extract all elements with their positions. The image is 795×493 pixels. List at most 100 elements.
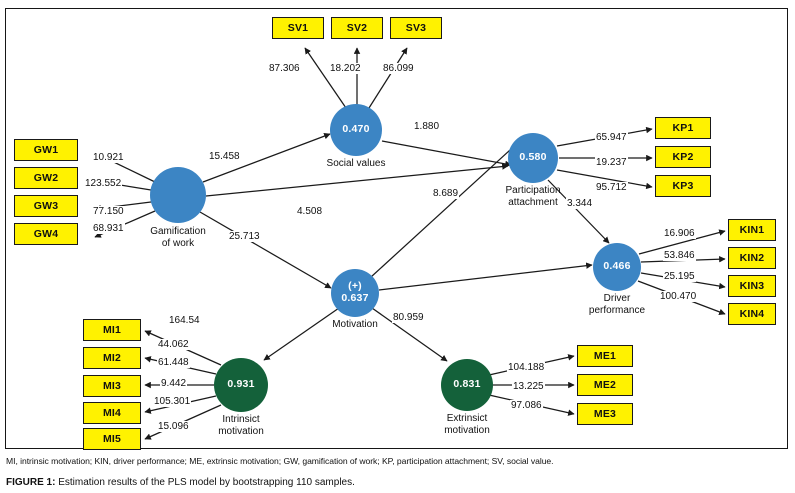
construct-em-label: Extrinsict motivation — [417, 413, 517, 437]
construct-im-label: Intrinsict motivation — [191, 414, 291, 438]
edge-mot-im — [263, 307, 340, 361]
coef-mi2: 61.448 — [157, 357, 190, 368]
indicator-kin4[interactable]: KIN4 — [728, 303, 776, 325]
indicator-gw2[interactable]: GW2 — [14, 167, 78, 189]
construct-sv-label: Social values — [306, 158, 406, 170]
indicator-gw3[interactable]: GW3 — [14, 195, 78, 217]
coef-me3: 97.086 — [510, 400, 543, 411]
edge-dp-kin1 — [638, 229, 726, 255]
indicator-mi5[interactable]: MI5 — [83, 428, 141, 450]
coef-mot-im: 164.54 — [168, 315, 201, 326]
coef-sv-pa: 1.880 — [413, 121, 441, 132]
construct-mot-label-line1: Motivation — [332, 319, 378, 330]
construct-dp-label-line1: Driver — [603, 293, 631, 304]
indicator-me1[interactable]: ME1 — [577, 345, 633, 367]
coef-mi5: 15.096 — [157, 421, 190, 432]
edge-mot-pa — [370, 139, 522, 278]
figure-caption: FIGURE 1: Estimation results of the PLS … — [6, 477, 786, 488]
indicator-mi1[interactable]: MI1 — [83, 319, 141, 341]
coef-gw3: 77.150 — [92, 206, 125, 217]
construct-pa-label: Participation attachment — [483, 185, 583, 209]
indicator-mi4[interactable]: MI4 — [83, 402, 141, 424]
coef-mi1: 44.062 — [157, 339, 190, 350]
indicator-kp2[interactable]: KP2 — [655, 146, 711, 168]
figure-caption-label: FIGURE 1: — [6, 477, 56, 488]
coef-mi3: 9.442 — [160, 378, 188, 389]
indicator-me3[interactable]: ME3 — [577, 403, 633, 425]
indicator-sv2[interactable]: SV2 — [331, 17, 383, 39]
indicator-sv3[interactable]: SV3 — [390, 17, 442, 39]
coef-mot-pa: 8.689 — [432, 188, 460, 199]
construct-motivation[interactable]: (+) 0.637 — [331, 269, 379, 317]
construct-im-label-line1: Intrinsict — [222, 414, 260, 425]
coef-kp1: 65.947 — [595, 132, 628, 143]
construct-gw-label-line1: Gamification — [150, 226, 206, 237]
construct-dp-label-line2: performance — [588, 305, 646, 316]
construct-pa-label-line2: attachment — [508, 197, 558, 208]
construct-participation-attachment[interactable]: 0.580 — [508, 133, 558, 183]
edge-pa-kp3 — [556, 169, 653, 190]
coef-gw2: 123.552 — [84, 178, 123, 189]
coef-sv2: 18.202 — [329, 63, 362, 74]
construct-em-label-line1: Extrinsict — [446, 413, 488, 424]
construct-mot-sign: (+) — [348, 280, 362, 293]
coef-pa-dp: 3.344 — [566, 198, 594, 209]
indicator-kin3[interactable]: KIN3 — [728, 275, 776, 297]
figure-footnote: MI, intrinsic motivation; KIN, driver pe… — [6, 456, 554, 466]
construct-extrinsic-motivation[interactable]: 0.831 — [441, 359, 493, 411]
construct-mot-value: 0.637 — [341, 292, 369, 304]
construct-em-label-line2: motivation — [444, 425, 490, 436]
edge-gw-mot — [199, 211, 332, 289]
construct-gamification-of-work[interactable] — [150, 167, 206, 223]
construct-dp-label: Driver performance — [567, 293, 667, 317]
edge-gw-sv — [202, 133, 331, 183]
construct-social-values[interactable]: 0.470 — [330, 104, 382, 156]
coef-mot-em: 80.959 — [392, 312, 425, 323]
construct-em-value: 0.831 — [453, 378, 481, 391]
coef-gw-sv: 15.458 — [208, 151, 241, 162]
coef-me1: 104.188 — [507, 362, 546, 373]
coef-kin1: 16.906 — [663, 228, 696, 239]
coef-gw-pa: 4.508 — [296, 206, 324, 217]
construct-gw-label-line2: of work — [161, 238, 195, 249]
construct-im-label-line2: motivation — [218, 426, 264, 437]
indicator-gw4[interactable]: GW4 — [14, 223, 78, 245]
indicator-me2[interactable]: ME2 — [577, 374, 633, 396]
indicator-kp1[interactable]: KP1 — [655, 117, 711, 139]
edge-gw-pa — [205, 163, 509, 197]
indicator-gw1[interactable]: GW1 — [14, 139, 78, 161]
construct-gw-label: Gamification of work — [128, 226, 228, 250]
coef-gw1: 10.921 — [92, 152, 125, 163]
construct-intrinsic-motivation[interactable]: 0.931 — [214, 358, 268, 412]
indicator-sv1[interactable]: SV1 — [272, 17, 324, 39]
coef-kp2: 19.237 — [595, 157, 628, 168]
coef-sv1: 87.306 — [268, 63, 301, 74]
construct-pa-label-line1: Participation — [505, 185, 561, 196]
edge-sv-sv1 — [304, 47, 347, 109]
coef-mi4: 105.301 — [153, 396, 192, 407]
edge-mot-em — [371, 307, 448, 362]
edge-sv-sv3 — [368, 47, 408, 109]
coef-kin4: 100.470 — [659, 291, 698, 302]
indicator-mi2[interactable]: MI2 — [83, 347, 141, 369]
construct-im-value: 0.931 — [227, 378, 255, 391]
coef-kp3: 95.712 — [595, 182, 628, 193]
construct-mot-label: Motivation — [305, 319, 405, 331]
coef-gw-mot: 25.713 — [228, 231, 261, 242]
construct-dp-value: 0.466 — [603, 260, 631, 273]
indicator-kin2[interactable]: KIN2 — [728, 247, 776, 269]
coef-me2: 13.225 — [512, 381, 545, 392]
edge-pa-dp — [547, 179, 610, 244]
coef-gw4: 68.931 — [92, 223, 125, 234]
edge-sv-pa — [381, 140, 512, 168]
indicator-mi3[interactable]: MI3 — [83, 375, 141, 397]
edge-mot-dp — [378, 262, 593, 291]
figure-caption-text: Estimation results of the PLS model by b… — [58, 477, 355, 488]
indicator-kp3[interactable]: KP3 — [655, 175, 711, 197]
indicator-kin1[interactable]: KIN1 — [728, 219, 776, 241]
construct-driver-performance[interactable]: 0.466 — [593, 243, 641, 291]
coef-kin2: 53.846 — [663, 250, 696, 261]
construct-sv-value: 0.470 — [342, 123, 370, 136]
construct-sv-label-line1: Social values — [326, 158, 386, 169]
